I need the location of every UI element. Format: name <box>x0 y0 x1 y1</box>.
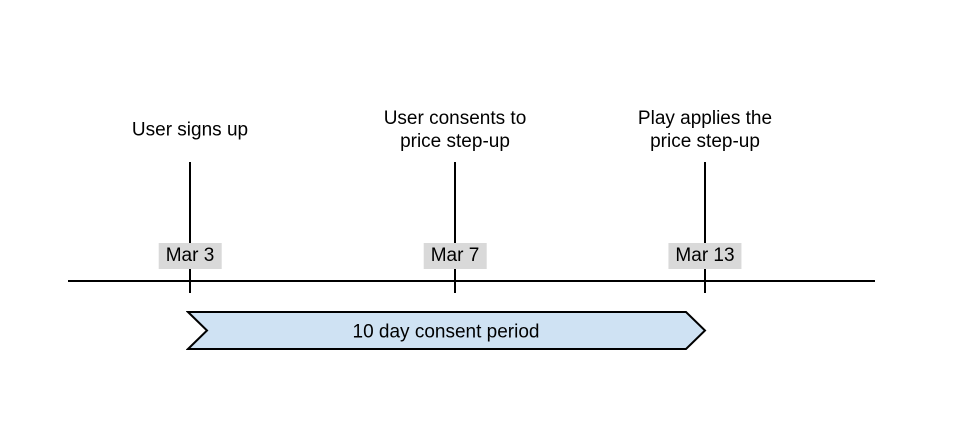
event-tick-line <box>704 162 706 293</box>
event-label: User consents to price step-up <box>383 108 527 152</box>
event-label: User signs up <box>131 119 249 141</box>
event-date-badge: Mar 3 <box>158 243 222 269</box>
event-tick-line <box>454 162 456 293</box>
banner-label: 10 day consent period <box>353 322 540 343</box>
timeline-axis-line <box>68 280 875 282</box>
consent-period-banner: 10 day consent period <box>186 311 707 350</box>
banner-chevron-shape <box>186 311 707 350</box>
event-date-badge: Mar 7 <box>423 243 487 269</box>
event-label: Play applies the price step-up <box>637 108 773 152</box>
event-date-badge: Mar 13 <box>668 243 742 269</box>
event-tick-line <box>189 162 191 293</box>
